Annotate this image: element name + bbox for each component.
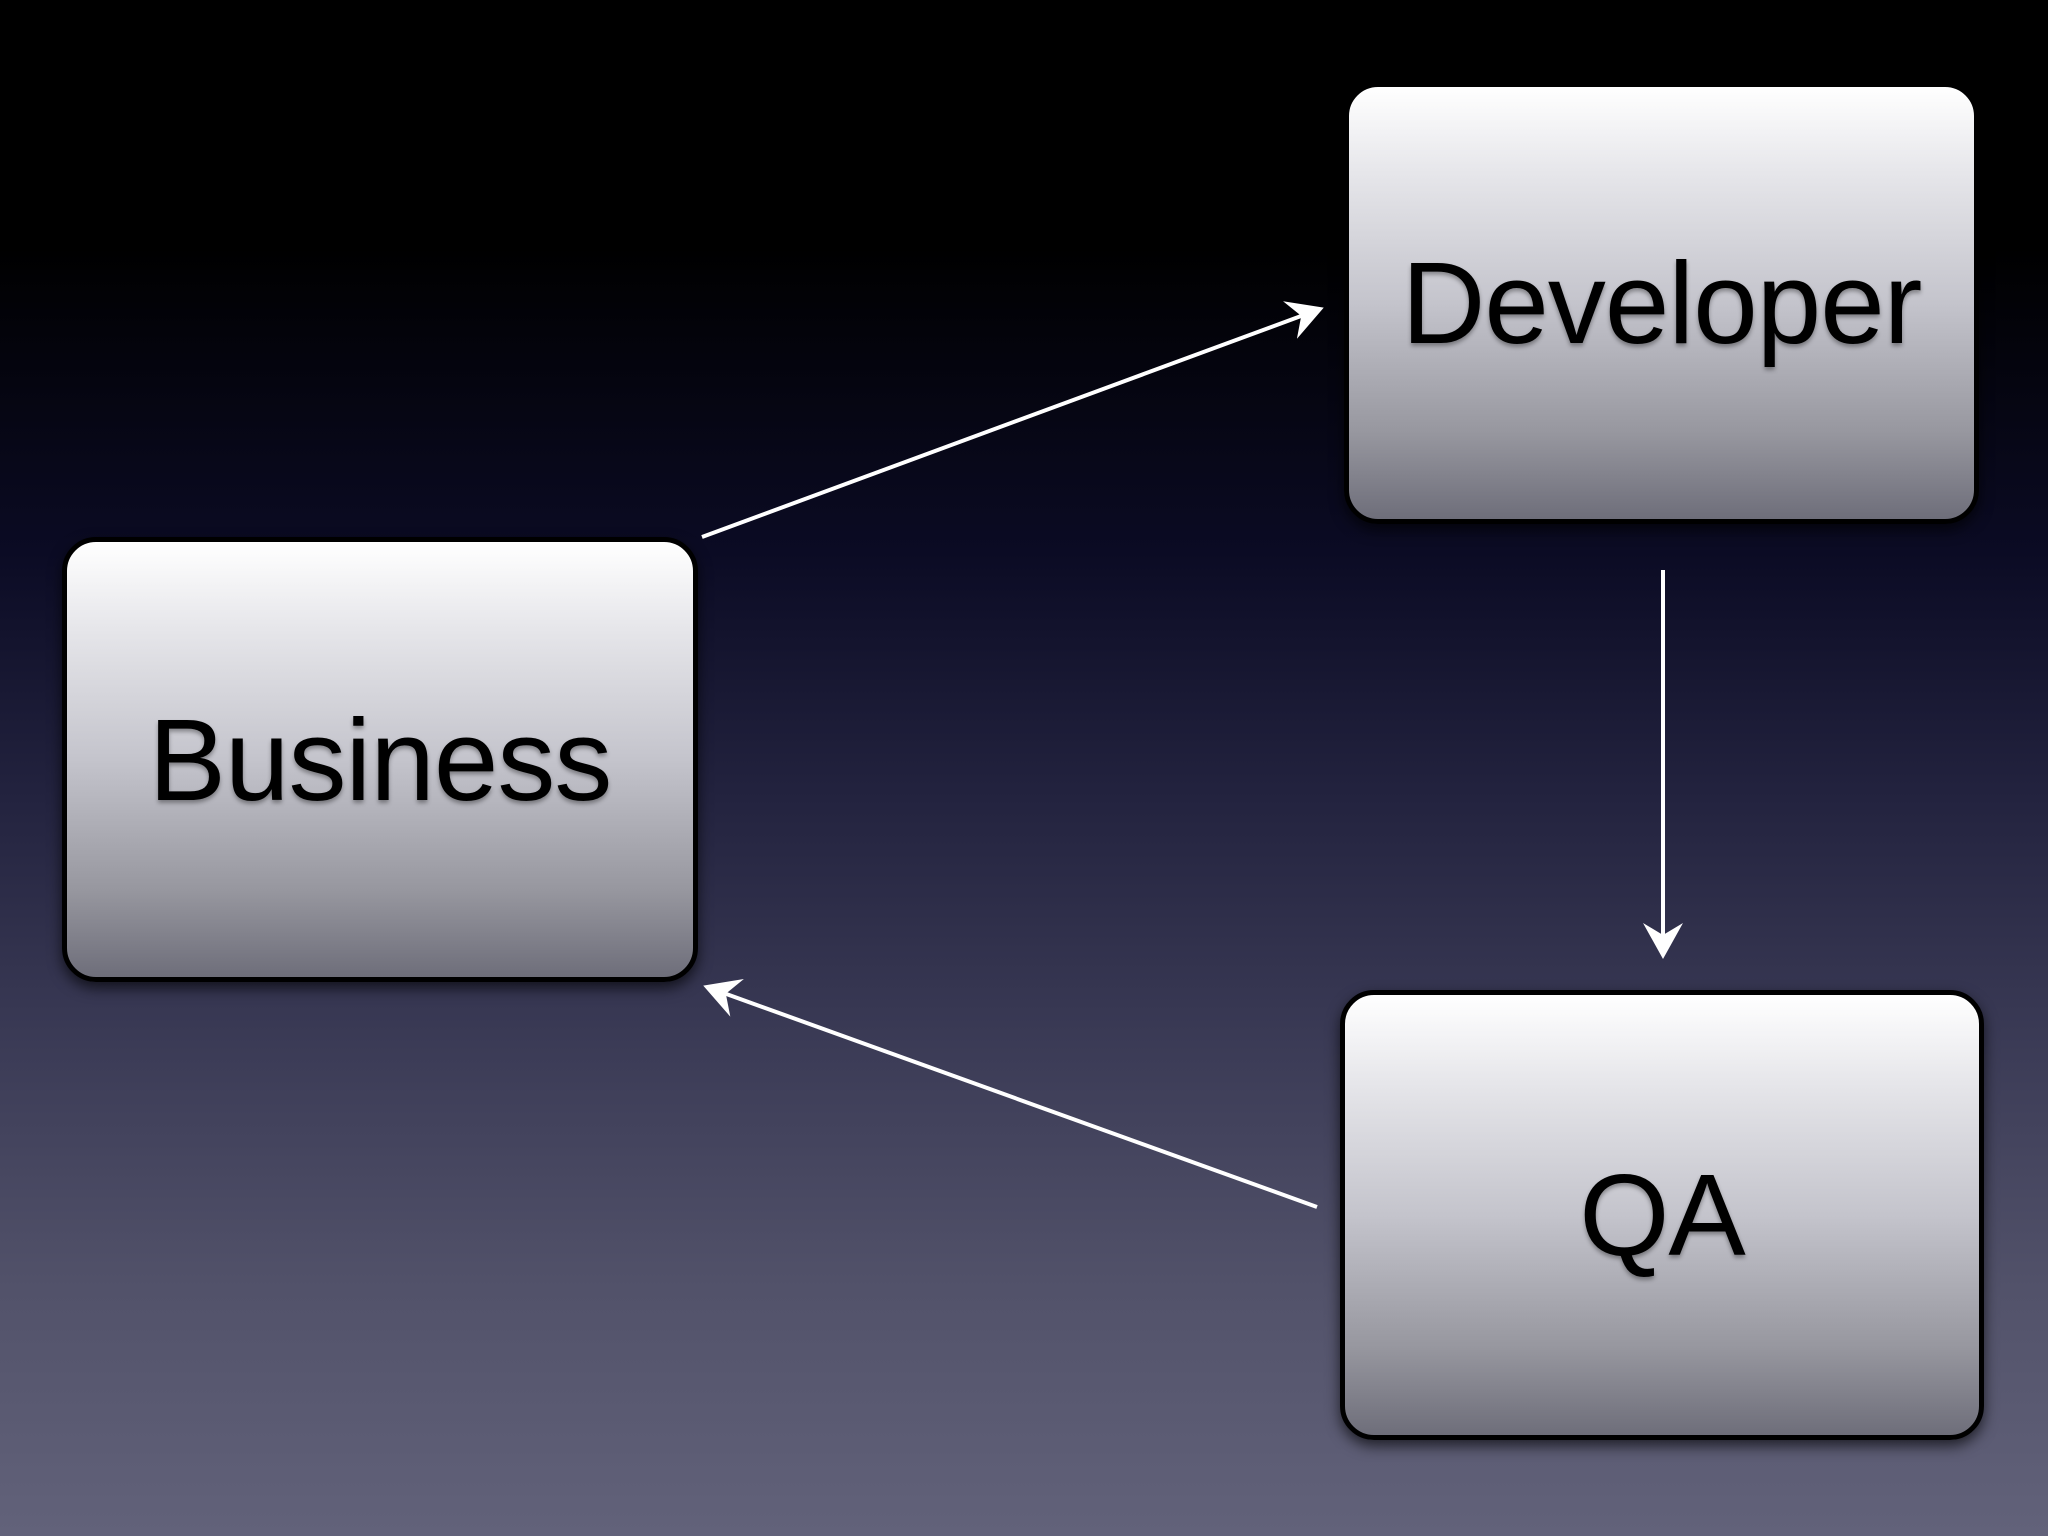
developer-node: Developer: [1344, 82, 1979, 524]
arrow-business-to-developer: [701, 301, 1324, 539]
qa-label: QA: [1579, 1150, 1746, 1280]
arrow-qa-to-business: [703, 979, 1318, 1209]
business-label: Business: [148, 694, 613, 825]
qa-node: QA: [1340, 990, 1984, 1440]
business-node: Business: [62, 537, 698, 982]
developer-label: Developer: [1401, 238, 1923, 368]
